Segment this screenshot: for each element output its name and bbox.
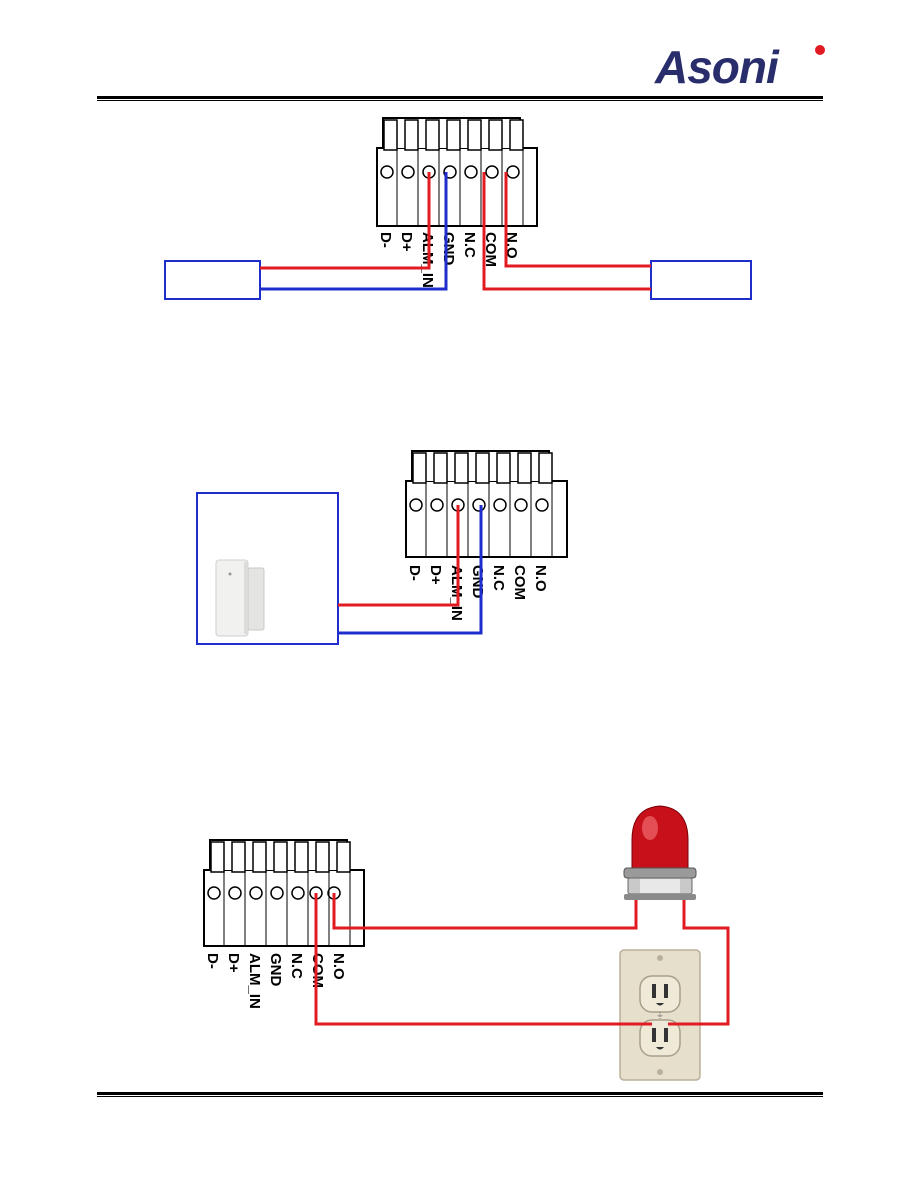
header-rule-thin [97, 100, 823, 101]
warning-light-icon [623, 805, 697, 900]
label-nc: N.C [461, 232, 478, 258]
input-device-box [164, 260, 261, 300]
wire-gnd [338, 505, 483, 635]
wire-gnd [260, 172, 448, 291]
label-com: COM [482, 232, 499, 267]
label-gnd: GND [267, 953, 284, 987]
wire-alm-in [260, 172, 431, 270]
label-d-plus: D+ [427, 565, 444, 585]
terminal-block-2 [405, 450, 568, 558]
terminal-labels-3: D- D+ ALM_IN GND N.C COM N.O [204, 953, 347, 1009]
power-outlet-icon: ⏚ [615, 944, 706, 1084]
terminal-block-3 [203, 839, 365, 947]
door-sensor-panel [196, 492, 339, 645]
label-nc: N.C [288, 953, 305, 979]
wire-alm-in [338, 505, 460, 607]
label-com: COM [511, 565, 528, 600]
wire-com-to-outlet [314, 893, 652, 1026]
label-nc: N.C [490, 565, 507, 591]
label-alm-in: ALM_IN [246, 953, 263, 1009]
terminal-labels-2: D- D+ ALM_IN GND N.C COM N.O [406, 565, 549, 621]
output-device-box [650, 260, 752, 300]
wire-light-to-outlet [668, 900, 730, 1026]
label-d-minus: D- [406, 565, 423, 581]
diagram-1: D- D+ ALM_IN GND N.C COM N.O [164, 117, 752, 300]
label-d-plus: D+ [398, 232, 415, 252]
diagram-3: D- D+ ALM_IN GND N.C COM N.O [203, 805, 730, 1084]
label-d-minus: D- [204, 953, 221, 969]
logo-wordmark: Asoni [655, 41, 779, 93]
header-rule [97, 96, 823, 99]
svg-text:⏚: ⏚ [656, 1011, 664, 1020]
label-no: N.O [330, 953, 347, 980]
label-d-plus: D+ [225, 953, 242, 973]
label-d-minus: D- [377, 232, 394, 248]
door-sensor-icon [215, 559, 265, 637]
wire-no [504, 172, 651, 268]
footer-rule-thin [97, 1096, 823, 1097]
wire-com [482, 172, 651, 291]
label-gnd: GND [469, 565, 486, 599]
logo-red-dot [815, 45, 825, 55]
diagram-2: D- D+ ALM_IN GND N.C COM N.O [196, 450, 568, 645]
label-gnd: GND [440, 232, 457, 266]
terminal-labels-1: D- D+ ALM_IN GND N.C COM N.O [377, 232, 520, 288]
asoni-logo: Asoni [655, 40, 830, 95]
terminal-block-1 [376, 117, 538, 227]
footer-rule [97, 1092, 823, 1095]
label-no: N.O [532, 565, 549, 592]
wire-no-to-light [332, 893, 638, 930]
